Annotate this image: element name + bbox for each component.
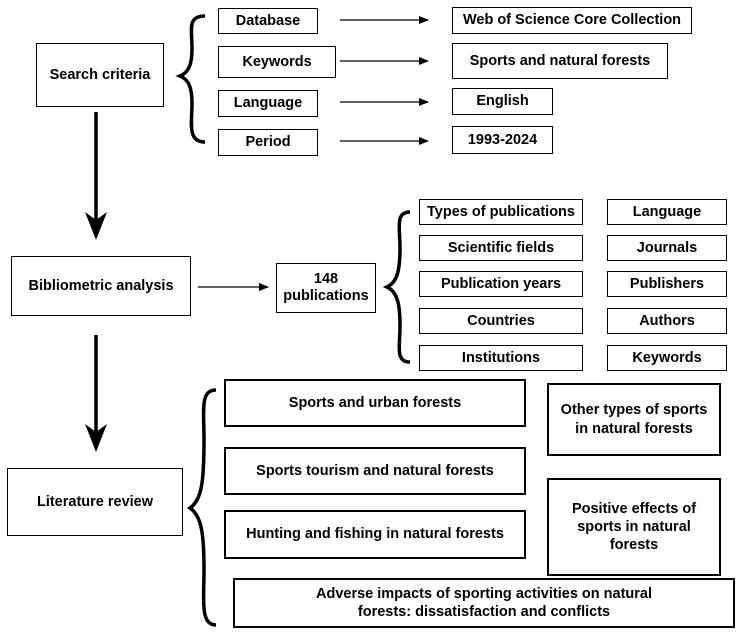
topic-label: Sports and urban forests — [288, 394, 462, 411]
bibliometric-analysis-box: Bibliometric analysis — [11, 256, 191, 316]
topic-positive-effects: Positive effects of sports in natural fo… — [547, 478, 721, 576]
topic-label: Hunting and fishing in natural forests — [246, 526, 504, 543]
dimension-scientific-fields: Scientific fields — [419, 235, 583, 261]
brace-review — [186, 388, 217, 627]
criterion-language: Language — [218, 90, 318, 117]
criterion-name: Language — [233, 95, 303, 112]
dimension-label: Scientific fields — [447, 239, 555, 256]
value-language: English — [452, 88, 553, 115]
dimension-authors: Authors — [607, 308, 727, 334]
topic-sports-urban-forests: Sports and urban forests — [224, 379, 526, 427]
value-period: 1993-2024 — [452, 126, 553, 154]
dimension-publication-years: Publication years — [419, 271, 583, 297]
dimension-label: Institutions — [461, 349, 541, 366]
dimension-publishers: Publishers — [607, 271, 727, 297]
criterion-database: Database — [218, 8, 318, 34]
criterion-value: Web of Science Core Collection — [462, 12, 682, 29]
topic-hunting-fishing: Hunting and fishing in natural forests — [224, 510, 526, 559]
topic-label: Sports tourism and natural forests — [256, 462, 494, 479]
criterion-name: Database — [235, 12, 301, 29]
dimension-label: Publishers — [629, 275, 705, 292]
topic-adverse-impacts: Adverse impacts of sporting activities o… — [233, 578, 735, 628]
literature-review-label: Literature review — [36, 493, 154, 510]
topic-label: Adverse impacts of sporting activities o… — [316, 585, 652, 620]
arrowhead-2 — [85, 424, 107, 452]
dimension-label: Authors — [639, 312, 695, 329]
topic-label: Other types of sports in natural forests — [560, 402, 708, 437]
dimension-label: Types of publications — [427, 203, 575, 220]
search-criteria-box: Search criteria — [36, 43, 164, 107]
literature-review-box: Literature review — [7, 468, 183, 536]
criterion-name: Keywords — [242, 53, 312, 70]
dimension-label: Keywords — [632, 349, 702, 366]
search-criteria-label: Search criteria — [49, 66, 151, 83]
criterion-value: Sports and natural forests — [469, 52, 651, 69]
brace-bibliometric — [382, 210, 411, 364]
criterion-value: English — [476, 93, 529, 110]
value-keywords: Sports and natural forests — [452, 43, 668, 79]
dimension-types-of-publications: Types of publications — [419, 199, 583, 225]
dimension-label: Language — [632, 203, 702, 220]
dimension-keywords: Keywords — [607, 345, 727, 371]
publications-count: 148 publications — [283, 271, 369, 304]
bibliometric-analysis-label: Bibliometric analysis — [28, 277, 174, 294]
topic-other-sports: Other types of sports in natural forests — [547, 383, 721, 456]
criterion-value: 1993-2024 — [467, 131, 538, 148]
dimension-label: Journals — [636, 239, 698, 256]
criterion-name: Period — [245, 134, 291, 151]
topic-sports-tourism: Sports tourism and natural forests — [224, 447, 526, 495]
dimension-countries: Countries — [419, 308, 583, 334]
publications-count-box: 148 publications — [276, 263, 376, 313]
arrowhead-1 — [85, 212, 107, 240]
dimension-language: Language — [607, 199, 727, 225]
value-database: Web of Science Core Collection — [452, 7, 692, 34]
dimension-journals: Journals — [607, 235, 727, 261]
criterion-period: Period — [218, 129, 318, 156]
criterion-keywords: Keywords — [218, 46, 336, 78]
brace-search — [175, 14, 206, 144]
dimension-label: Countries — [467, 312, 535, 329]
dimension-label: Publication years — [440, 275, 562, 292]
dimension-institutions: Institutions — [419, 345, 583, 371]
topic-label: Positive effects of sports in natural fo… — [571, 500, 697, 554]
